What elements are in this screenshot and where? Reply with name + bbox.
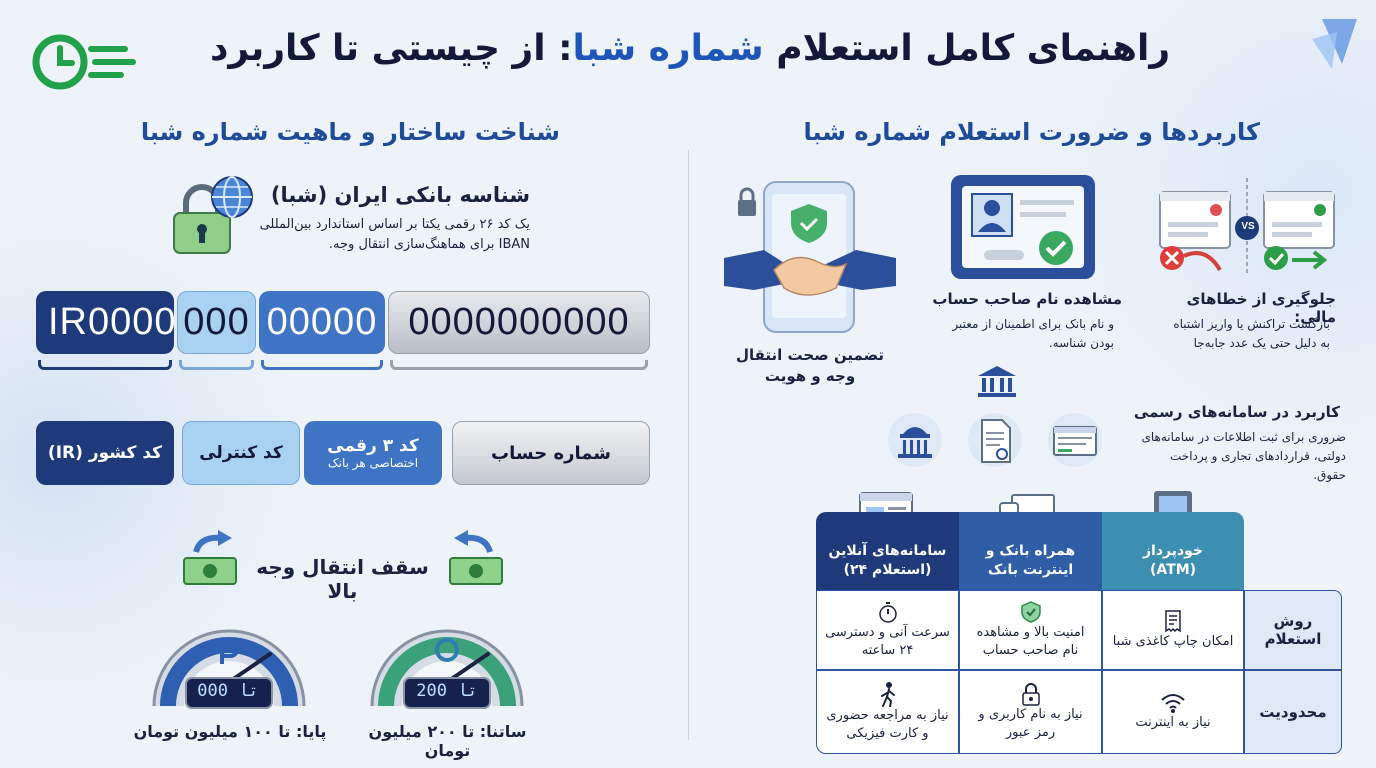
lock-globe-icon (173, 176, 253, 254)
error-line-2: به دلیل حتی یک عدد جابه‌جا (1193, 336, 1330, 350)
account-number-label: شماره حساب (452, 421, 650, 485)
country-code-label: کد کشور (IR) (36, 421, 174, 485)
cell-method-atm: امکان چاپ کاغذی شبا (1102, 590, 1244, 670)
table-header-row: سامانه‌های آنلاین (استعلام ۲۴) همراه بان… (816, 512, 1244, 590)
bank-bracket (261, 360, 383, 370)
secure-line-2: وجه و هویت (764, 367, 856, 385)
paya-display: 000 تا (197, 681, 259, 701)
cell-method-online: سرعت آنی و دسترسی ۲۴ ساعته (816, 590, 959, 670)
official-line-3: حقوق. (1313, 468, 1346, 482)
secure-line-1: تضمین صحت انتقال (735, 346, 885, 364)
satna-display: 200 تا (416, 681, 478, 701)
owner-title: مشاهده نام صاحب حساب (932, 290, 1122, 308)
error-line-1: بازگشت تراکنش یا واریز اشتباه (1173, 317, 1330, 331)
row-limit-text: محدودیت (1259, 703, 1327, 721)
limit-online-line-1: نیاز به مراجعه حضوری (826, 708, 949, 723)
limit-mobile-line-2: رمز عبور (1005, 725, 1056, 740)
official-title: کاربرد در سامانه‌های رسمی (1133, 403, 1340, 421)
error-title: جلوگیری از خطاهای مالی: (1186, 290, 1336, 326)
wifi-icon (1161, 694, 1185, 713)
iban-account-segment: 0000000000 (388, 291, 650, 354)
cell-limit-mobile: نیاز به نام کاربری و رمز عبور (959, 670, 1102, 754)
clock-logo-icon (32, 34, 136, 90)
account-bracket (390, 360, 648, 370)
column-online-line-1: سامانه‌های آنلاین (828, 543, 947, 559)
official-line-1: ضروری برای ثبت اطلاعات در سامانه‌های (1141, 430, 1346, 444)
control-bracket (179, 360, 254, 370)
owner-text: و نام بانک برای اطمینان از معتبر بودن شن… (900, 315, 1114, 353)
paya-label: پایا: تا ۱۰۰ میلیون تومان (133, 722, 327, 741)
bank-code-subtext: اختصاصی هر بانک (327, 456, 419, 470)
comparison-windows-icon (1159, 178, 1335, 274)
info-text: یک کد ۲۶ رقمی یکتا بر اساس استاندارد بین… (230, 215, 530, 255)
padlock-icon (1021, 683, 1040, 706)
limit-online-line-2: و کارت فیزیکی (846, 726, 929, 741)
cell-method-mobile: امنیت بالا و مشاهده نام صاحب حساب (959, 590, 1102, 670)
column-mobile-line-1: همراه بانک و (985, 543, 1076, 559)
vs-badge: VS (1241, 221, 1255, 232)
corner-decoration-icon (1312, 19, 1357, 69)
column-online-line-2: (استعلام ۲۴) (843, 562, 932, 578)
bank-code-label: کد ۳ رقمی اختصاصی هر بانک (304, 421, 442, 485)
limit-title: سقف انتقال وجه بالا (256, 555, 429, 603)
column-online: سامانه‌های آنلاین (استعلام ۲۴) (816, 512, 959, 590)
secure-transfer-text: تضمین صحت انتقال وجه و هویت (720, 345, 900, 387)
satna-label: ساتنا: تا ۲۰۰ میلیون تومان (368, 722, 527, 760)
column-mobile: همراه بانک و اینترنت بانک (959, 512, 1102, 590)
country-bracket (38, 360, 172, 370)
row-label-limit: محدودیت (1244, 670, 1342, 754)
row-label-method: روش استعلام (1244, 590, 1342, 670)
method-online-line-1: سرعت آنی و دسترسی (825, 625, 950, 640)
secure-handshake-icon (724, 181, 896, 333)
info-title: شناسه بانکی ایران (شبا) (270, 183, 530, 207)
stopwatch-icon (878, 602, 897, 623)
iban-country-segment: IR0000 (36, 291, 174, 354)
right-section-title: کاربردها و ضرورت استعلام شماره شبا (803, 118, 1260, 146)
walking-person-icon (880, 682, 895, 707)
column-atm: خودپرداز (ATM) (1102, 512, 1244, 590)
account-number-text: شماره حساب (491, 442, 611, 464)
error-text: بازگشت تراکنش یا واریز اشتباه به دلیل حت… (1140, 315, 1330, 353)
money-arrow-icon (449, 530, 503, 585)
bank-code-text: کد ۳ رقمی (327, 436, 419, 456)
control-code-label: کد کنترلی (182, 421, 300, 485)
limit-mobile-line-1: نیاز به نام کاربری و (978, 707, 1083, 722)
contract-document-icon (968, 413, 1022, 467)
country-code-text: کد کشور (IR) (47, 443, 163, 463)
cell-limit-atm: نیاز به اینترنت (1102, 670, 1244, 754)
section-divider (688, 150, 689, 740)
cell-limit-online: نیاز به مراجعه حضوری و کارت فیزیکی (816, 670, 959, 754)
bank-building-icon (978, 366, 1016, 397)
method-online-line-2: ۲۴ ساعته (861, 643, 914, 658)
shield-check-icon (1020, 601, 1041, 623)
limit-atm-text: نیاز به اینترنت (1135, 715, 1211, 730)
money-arrow-icon (183, 530, 237, 585)
government-building-icon (888, 413, 942, 467)
info-line-2: IBAN برای هماهنگ‌سازی انتقال وجه. (328, 237, 530, 252)
control-code-text: کد کنترلی (199, 443, 283, 463)
column-mobile-line-2: اینترنت بانک (987, 562, 1074, 578)
column-atm-line-1: خودپرداز (1142, 543, 1204, 559)
satna-gauge-icon (370, 629, 524, 709)
info-line-1: یک کد ۲۶ رقمی یکتا بر اساس استاندارد بین… (259, 217, 530, 232)
official-line-2: دولتی، قراردادهای تجاری و پرداخت (1170, 449, 1346, 463)
official-text: ضروری برای ثبت اطلاعات در سامانه‌های دول… (1110, 428, 1346, 485)
column-atm-line-2: (ATM) (1149, 562, 1197, 578)
paya-gauge-icon (152, 629, 306, 709)
method-mobile-line-2: نام صاحب حساب (982, 643, 1079, 658)
iban-bank-segment: 00000 (259, 291, 385, 354)
row-method-text: روش استعلام (1264, 612, 1322, 648)
iban-control-segment: 000 (177, 291, 256, 354)
page-title: راهنمای کامل استعلام شماره شبا: از چیستی… (209, 28, 1171, 69)
owner-line-2: بودن شناسه. (1048, 336, 1114, 350)
method-atm-text: امکان چاپ کاغذی شبا (1112, 634, 1234, 649)
id-card-icon (951, 175, 1095, 279)
method-mobile-line-1: امنیت بالا و مشاهده (976, 625, 1085, 640)
left-section-title: شناخت ساختار و ماهیت شماره شبا (140, 118, 560, 146)
owner-line-1: و نام بانک برای اطمینان از معتبر (952, 317, 1114, 331)
payroll-form-icon (1048, 413, 1102, 467)
receipt-icon (1165, 610, 1181, 633)
